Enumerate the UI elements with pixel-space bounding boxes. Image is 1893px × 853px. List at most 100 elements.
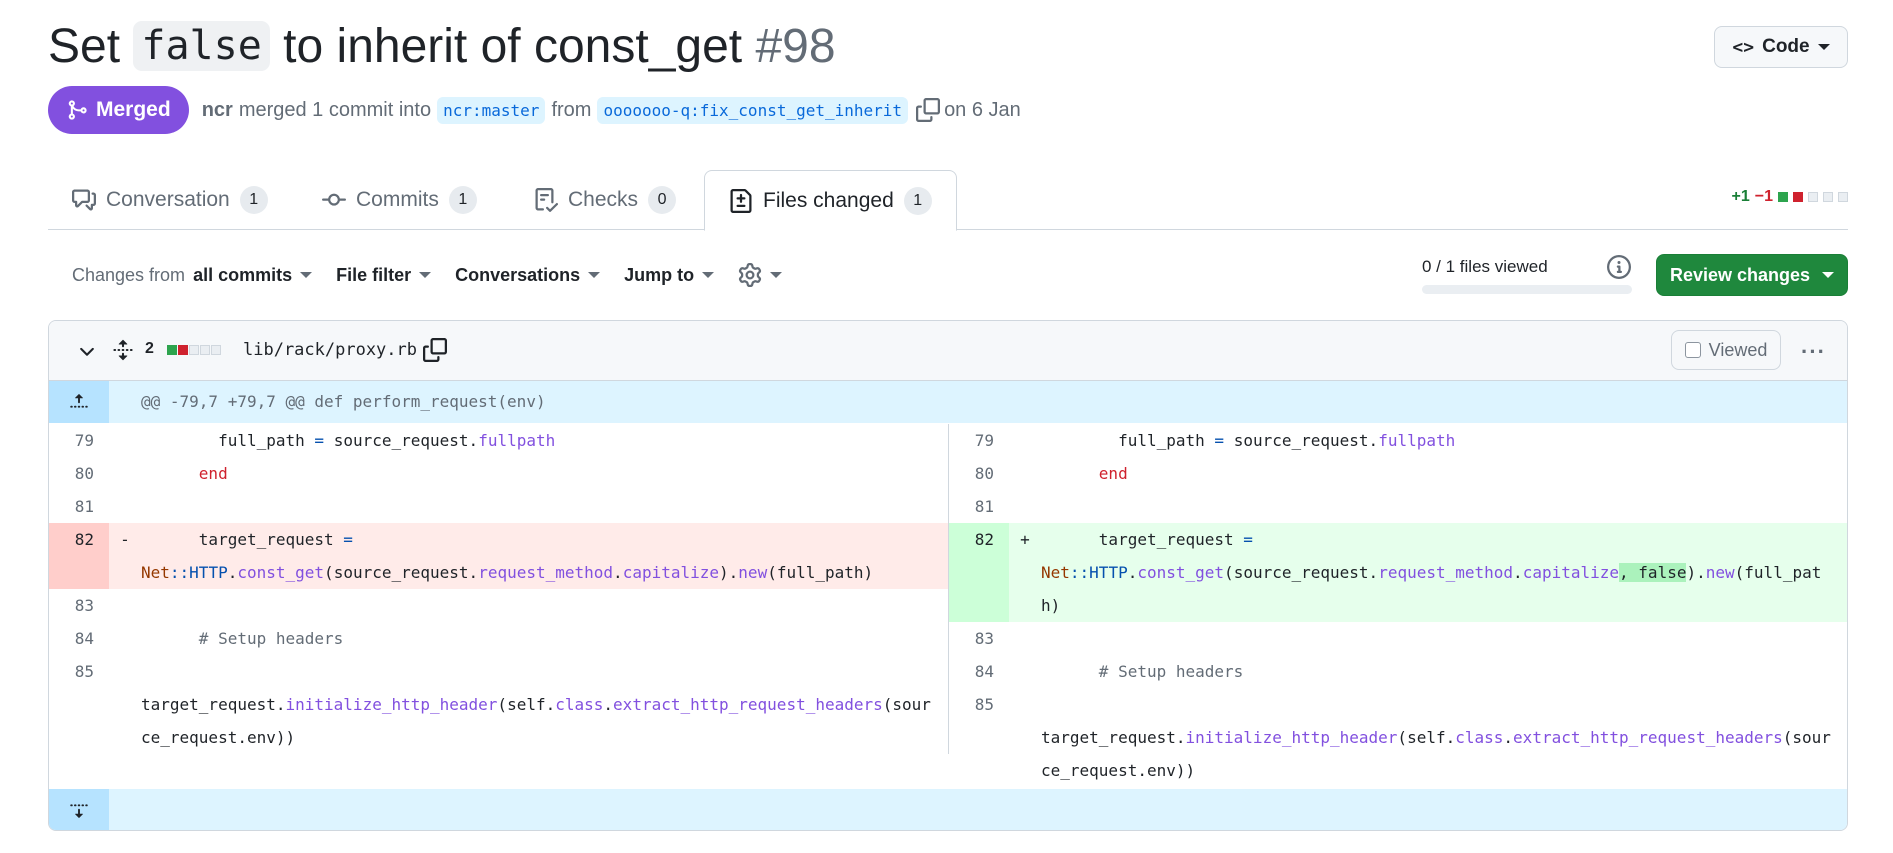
code-line: target_request = Net::HTTP.const_get(sou… xyxy=(141,530,874,582)
tab-files-changed[interactable]: Files changed 1 xyxy=(704,170,957,231)
chevron-down-icon xyxy=(588,272,601,278)
head-branch[interactable]: ooooooo-q:fix_const_get_inherit xyxy=(597,96,909,124)
tab-checks-count: 0 xyxy=(648,186,677,214)
files-viewed-label: 0 / 1 files viewed xyxy=(1422,257,1548,276)
conversations-dropdown[interactable]: Conversations xyxy=(455,265,601,286)
file-path-link[interactable]: lib/rack/proxy.rb xyxy=(243,340,417,360)
tab-commits-label: Commits xyxy=(356,188,439,211)
line-number[interactable]: 80 xyxy=(74,464,94,483)
files-viewed-bar xyxy=(1422,285,1632,294)
jump-to-dropdown[interactable]: Jump to xyxy=(624,265,715,286)
code-line xyxy=(1041,490,1847,523)
code-icon: <> xyxy=(1732,36,1755,58)
gear-icon xyxy=(739,263,762,287)
file-filter-dropdown[interactable]: File filter xyxy=(336,265,432,286)
author-link[interactable]: ncr xyxy=(201,98,233,121)
line-number[interactable]: 84 xyxy=(974,662,994,681)
checklist-icon xyxy=(535,188,558,212)
diff-line: 83 xyxy=(949,622,1847,655)
diff-line: 79 full_path = source_request.fullpath xyxy=(949,424,1847,457)
tab-checks[interactable]: Checks 0 xyxy=(510,170,700,230)
fold-down-icon xyxy=(70,804,88,818)
line-number[interactable]: 82 xyxy=(49,523,109,589)
viewed-checkbox-button[interactable]: Viewed xyxy=(1671,330,1781,370)
code-line: full_path = source_request.fullpath xyxy=(1118,431,1456,450)
merged-state-label: Merged xyxy=(96,98,171,121)
chevron-down-icon xyxy=(300,272,313,278)
expand-down-button[interactable] xyxy=(49,789,109,830)
viewed-checkbox[interactable] xyxy=(1684,342,1701,358)
merge-text: merged 1 commit into xyxy=(238,98,432,121)
diff-marker: + xyxy=(1020,530,1030,549)
comment-discussion-icon xyxy=(72,189,96,211)
line-number[interactable]: 81 xyxy=(74,497,94,516)
pr-title-end: to inherit of const_get xyxy=(283,20,743,73)
diffstat-add-block xyxy=(167,345,177,355)
code-line: end xyxy=(1098,464,1128,483)
line-number[interactable]: 80 xyxy=(974,464,994,483)
chevron-down-icon xyxy=(770,272,783,278)
pr-diffstat: +1 −1 xyxy=(1731,188,1848,206)
copy-icon[interactable] xyxy=(423,338,447,362)
pr-title: Set false to inherit of const_get #98 xyxy=(48,16,836,77)
info-icon[interactable] xyxy=(1607,255,1631,279)
code-line: # Setup headers xyxy=(198,629,344,648)
line-number[interactable]: 79 xyxy=(974,431,994,450)
base-branch[interactable]: ncr:master xyxy=(437,96,546,124)
diff-line: 83 xyxy=(49,589,948,622)
code-line xyxy=(141,589,948,622)
code-line: full_path = source_request.fullpath xyxy=(218,431,556,450)
diff-line-added: 82+ target_request = Net::HTTP.const_get… xyxy=(949,523,1847,622)
diffstat-neutral-block xyxy=(200,345,210,355)
line-number[interactable]: 85 xyxy=(974,695,994,714)
diff-line: 84 # Setup headers xyxy=(949,655,1847,688)
hunk-header: @@ -79,7 +79,7 @@ def perform_request(en… xyxy=(49,381,1847,423)
git-merge-icon xyxy=(68,100,87,120)
tab-commits-count: 1 xyxy=(448,186,477,214)
file-diffstat xyxy=(167,345,221,355)
git-commit-icon xyxy=(322,193,346,206)
tab-conversation[interactable]: Conversation 1 xyxy=(48,170,292,230)
diff-line: 79 full_path = source_request.fullpath xyxy=(49,424,948,457)
chevron-down-icon xyxy=(1822,272,1835,278)
code-button[interactable]: <> Code xyxy=(1714,26,1848,68)
line-number[interactable]: 85 xyxy=(74,662,94,681)
diffstat-neutral-block xyxy=(211,345,221,355)
expand-up-button[interactable] xyxy=(49,381,109,423)
diff-marker: - xyxy=(120,530,130,549)
code-line: # Setup headers xyxy=(1098,662,1244,681)
chevron-down-icon[interactable] xyxy=(76,341,98,363)
line-number[interactable]: 83 xyxy=(74,596,94,615)
diffstat-neutral-block xyxy=(1808,192,1818,202)
line-number[interactable]: 82 xyxy=(949,523,1009,622)
code-line xyxy=(141,490,948,523)
diff-line: 81 xyxy=(949,490,1847,523)
added-token: , xyxy=(1619,563,1629,582)
diff-right-side: 79 full_path = source_request.fullpath 8… xyxy=(949,424,1847,787)
kebab-menu-icon[interactable]: ··· xyxy=(1801,339,1826,364)
line-number[interactable]: 79 xyxy=(74,431,94,450)
pr-state-row: Merged ncr merged 1 commit into ncr:mast… xyxy=(48,86,1021,134)
line-number[interactable]: 83 xyxy=(974,629,994,648)
review-changes-button[interactable]: Review changes xyxy=(1656,254,1848,296)
tab-commits[interactable]: Commits 1 xyxy=(298,170,501,230)
file-changes-count: 2 xyxy=(145,340,154,357)
hunk-footer xyxy=(49,789,1847,830)
diff-settings-dropdown[interactable] xyxy=(738,263,783,287)
line-number[interactable]: 84 xyxy=(74,629,94,648)
copy-icon[interactable] xyxy=(916,98,941,122)
pr-title-code: false xyxy=(133,21,270,71)
deletions-count: −1 xyxy=(1754,188,1773,205)
pr-number: #98 xyxy=(755,20,836,73)
diffstat-del-block xyxy=(1793,192,1803,202)
diff-left-side: 79 full_path = source_request.fullpath 8… xyxy=(49,424,949,754)
pr-title-start: Set xyxy=(48,20,121,73)
review-changes-label: Review changes xyxy=(1669,264,1811,285)
code-line: target_request.initialize_http_header(se… xyxy=(1041,728,1831,780)
unfold-icon[interactable] xyxy=(112,338,134,362)
line-number[interactable]: 81 xyxy=(974,497,994,516)
additions-count: +1 xyxy=(1731,188,1750,205)
diffstat-neutral-block xyxy=(189,345,199,355)
